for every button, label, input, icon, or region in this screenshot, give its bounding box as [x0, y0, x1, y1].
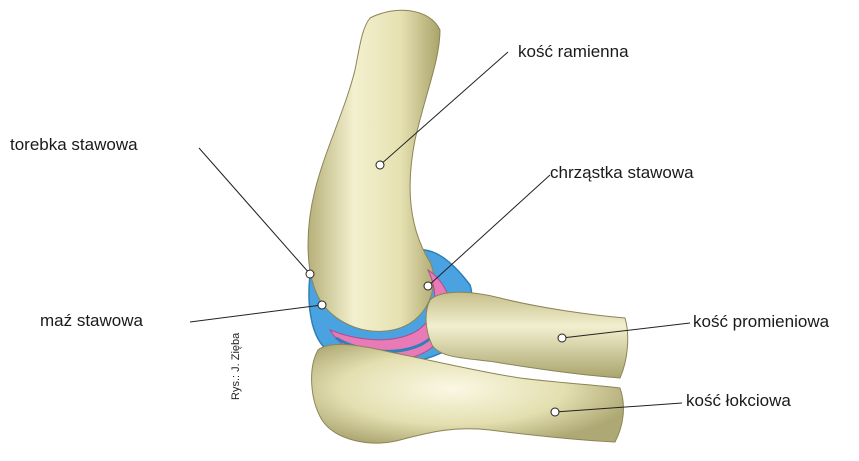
illustration-credit: Rys.: J. Zięba [230, 333, 242, 400]
radius-bone [426, 292, 628, 378]
leader-synovial-fluid [190, 305, 322, 322]
leader-cartilage [428, 175, 550, 286]
label-radius: kość promieniowa [693, 312, 829, 332]
point-ulna [551, 408, 559, 416]
label-humerus: kość ramienna [518, 42, 629, 62]
point-capsule [306, 270, 314, 278]
point-radius [558, 334, 566, 342]
label-ulna: kość łokciowa [686, 391, 791, 411]
label-synovial-fluid: maź stawowa [40, 311, 143, 331]
point-humerus [376, 161, 384, 169]
point-cartilage [424, 282, 432, 290]
label-capsule: torebka stawowa [10, 135, 138, 155]
leader-capsule [199, 148, 310, 274]
humerus-bone [308, 10, 440, 331]
point-synovial-fluid [318, 301, 326, 309]
label-cartilage: chrząstka stawowa [550, 163, 694, 183]
